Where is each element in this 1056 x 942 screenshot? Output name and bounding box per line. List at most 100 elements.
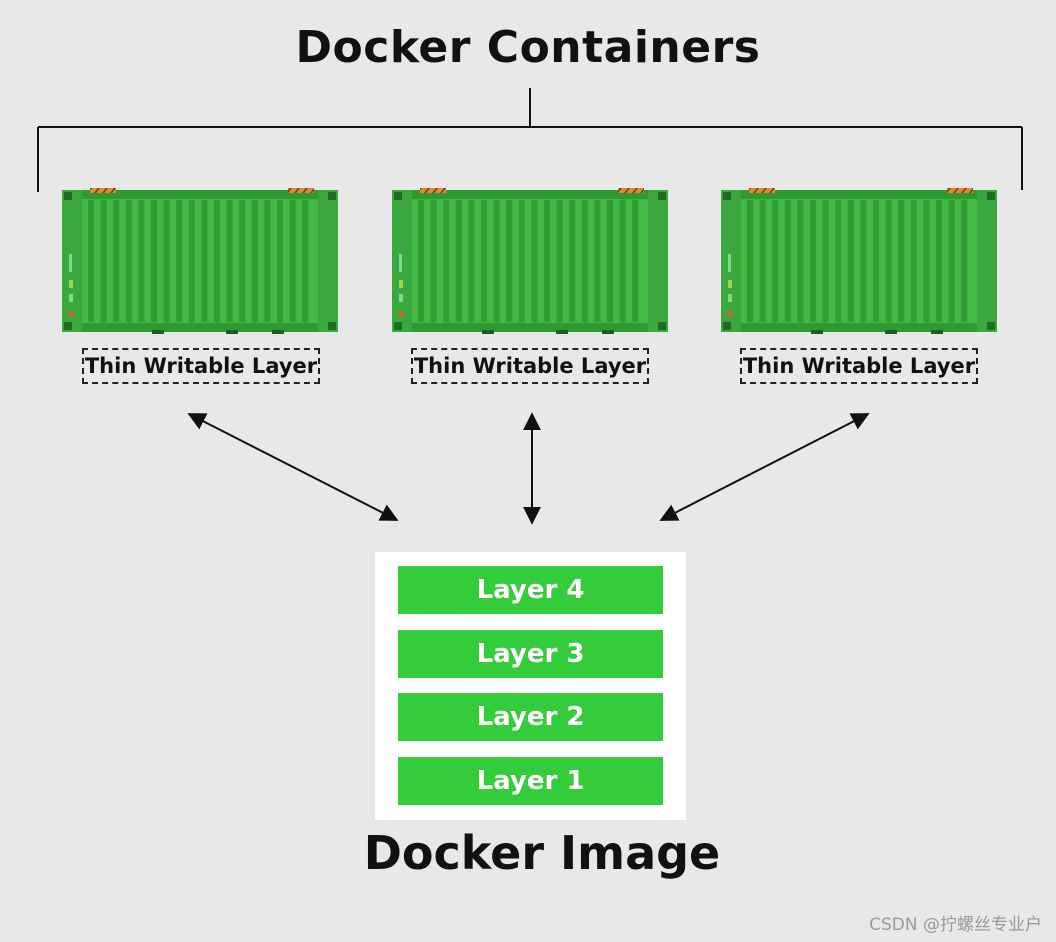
container-foot <box>152 330 164 334</box>
container-bottom-rail <box>721 323 997 332</box>
hazard-stripe <box>420 188 446 193</box>
container-corner <box>723 322 731 330</box>
container-top-rail <box>392 190 668 199</box>
docker-image-title: Docker Image <box>363 826 721 880</box>
container-foot <box>226 330 238 334</box>
container-rib <box>847 200 854 322</box>
container-rib <box>443 200 450 322</box>
writable-layer-label: Thin Writable Layer <box>82 348 320 384</box>
container-rib <box>302 200 309 322</box>
image-layer: Layer 1 <box>398 757 663 805</box>
container-rib <box>632 200 639 322</box>
hazard-stripe <box>618 188 644 193</box>
container-foot <box>602 330 614 334</box>
door-mark <box>728 280 732 288</box>
container-rib <box>569 200 576 322</box>
container-rib <box>201 200 208 322</box>
container-bracket <box>37 88 1023 192</box>
container-corner <box>658 192 666 200</box>
container-rib <box>113 200 120 322</box>
container-corner <box>987 192 995 200</box>
container-rib <box>556 200 563 322</box>
container-rib <box>544 200 550 322</box>
container-rib <box>239 200 246 322</box>
container-corner <box>328 322 336 330</box>
hazard-stripe <box>749 188 775 193</box>
container-rib <box>948 200 955 322</box>
container-rib <box>163 200 170 322</box>
container-icon <box>62 188 338 334</box>
container-corner <box>394 192 402 200</box>
container-corner <box>64 192 72 200</box>
container-rib <box>455 200 462 322</box>
door-mark <box>728 254 731 272</box>
writable-layer-label: Thin Writable Layer <box>740 348 978 384</box>
container-rib <box>138 200 145 322</box>
door-mark <box>399 280 403 288</box>
container-corner <box>328 192 336 200</box>
container-rib <box>100 200 107 322</box>
hazard-stripe <box>90 188 116 193</box>
container-rib <box>226 200 233 322</box>
container-rib <box>418 200 424 322</box>
container-rib <box>797 200 804 322</box>
door-mark <box>69 280 73 288</box>
diagram-title: Docker Containers <box>295 22 761 73</box>
door-mark <box>728 294 732 302</box>
container-rib <box>961 200 968 322</box>
door-mark <box>69 254 72 272</box>
container-icon <box>392 188 668 334</box>
container-corner <box>723 192 731 200</box>
arrow-left <box>187 413 399 521</box>
container-rib <box>810 200 816 322</box>
image-layer: Layer 3 <box>398 630 663 678</box>
watermark: CSDN @拧螺丝专业户 <box>869 915 1042 935</box>
container-rib <box>594 200 601 322</box>
container-corner <box>987 322 995 330</box>
container-foot <box>811 330 823 334</box>
docker-image-box: Layer 4 Layer 3 Layer 2 Layer 1 <box>375 552 686 820</box>
container-rib <box>176 200 183 322</box>
door-mark <box>727 311 733 317</box>
container-corner <box>394 322 402 330</box>
container-rib <box>923 200 930 322</box>
container-rib <box>88 200 94 322</box>
container-rib <box>898 200 905 322</box>
container-rib <box>619 200 626 322</box>
container-icon <box>721 188 997 334</box>
container-rib <box>251 200 258 322</box>
hazard-stripe <box>288 188 314 193</box>
door-mark <box>69 294 73 302</box>
hazard-stripe <box>947 188 973 193</box>
image-layer: Layer 4 <box>398 566 663 614</box>
door-mark <box>398 311 404 317</box>
container-rib <box>759 200 766 322</box>
container-foot <box>885 330 897 334</box>
container-foot <box>482 330 494 334</box>
container-foot <box>931 330 943 334</box>
container-rib <box>506 200 513 322</box>
container-rib <box>772 200 779 322</box>
container-bottom-rail <box>392 323 668 332</box>
container-foot <box>272 330 284 334</box>
container-rib <box>747 200 753 322</box>
door-mark <box>399 294 403 302</box>
container-bottom-rail <box>62 323 338 332</box>
container-rib <box>581 200 588 322</box>
container-rib <box>481 200 487 322</box>
container-rib <box>468 200 475 322</box>
container-rib <box>936 200 942 322</box>
container-rib <box>531 200 538 322</box>
container-rib <box>151 200 157 322</box>
container-rib <box>188 200 195 322</box>
door-mark <box>399 254 402 272</box>
door-mark <box>68 311 74 317</box>
container-rib <box>860 200 867 322</box>
container-rib <box>125 200 132 322</box>
container-rib <box>493 200 500 322</box>
container-rib <box>289 200 296 322</box>
arrow-right <box>659 413 870 521</box>
container-end-post <box>318 190 338 332</box>
container-rib <box>277 200 283 322</box>
